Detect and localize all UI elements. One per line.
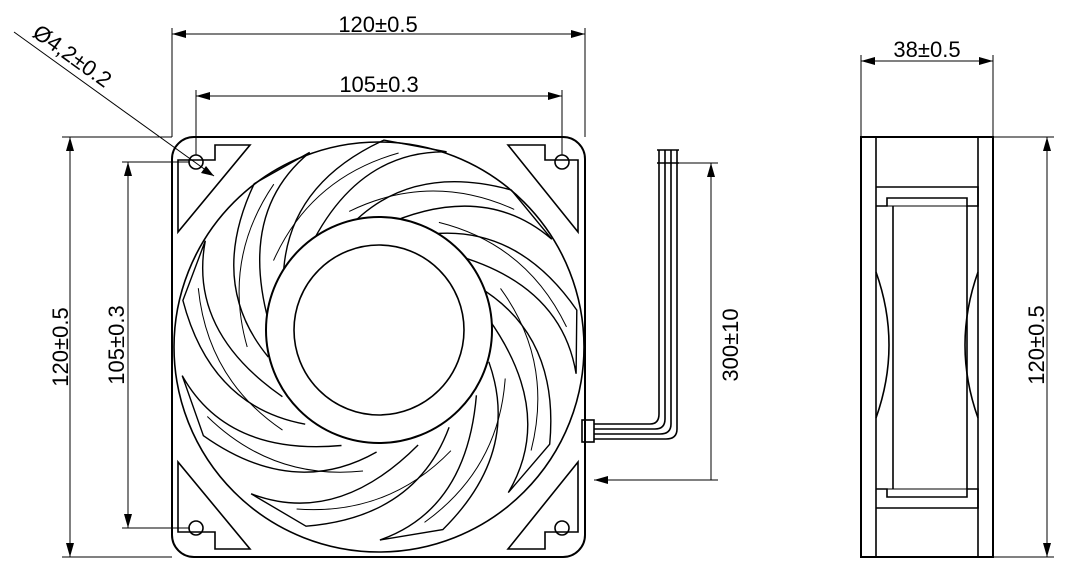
- cable-wire-2: [594, 150, 666, 430]
- fan-cable: [581, 149, 679, 443]
- corner-flange-top-left: [177, 144, 252, 235]
- dimension-width-105: 105±0.3: [195, 72, 563, 155]
- fan-blades: [181, 139, 578, 541]
- fan-blade: [282, 139, 447, 282]
- fan-side-view: [860, 136, 994, 558]
- fan-blade-rib: [238, 183, 275, 348]
- fan-hub-inner: [293, 244, 465, 416]
- side-frame-outline: [860, 136, 994, 558]
- fan-front-view: [171, 136, 679, 558]
- dimension-side-height-120: 120±0.5: [993, 136, 1054, 558]
- dimension-width-120: 120±0.5: [171, 12, 586, 137]
- fan-blade: [182, 240, 306, 425]
- fan-blade-rib: [348, 190, 515, 212]
- dimension-hole-diameter: Ø4,2±0.2: [13, 19, 215, 177]
- dimension-cable-length: 300±10: [594, 162, 743, 484]
- dimension-text-side-height-120: 120±0.5: [1024, 305, 1049, 384]
- dimension-text-height-120: 120±0.5: [48, 307, 73, 386]
- fan-blade: [250, 427, 450, 527]
- fan-blade: [379, 361, 499, 541]
- cable-wire-3: [594, 150, 672, 435]
- corner-flange-bottom-left: [177, 459, 252, 550]
- fan-blade-rib: [424, 378, 506, 523]
- fan-blade: [476, 285, 552, 494]
- side-dimensions: 38±0.5 120±0.5: [860, 37, 1054, 558]
- dimension-text-width-105: 105±0.3: [339, 72, 418, 97]
- fan-blade-rib: [500, 288, 539, 451]
- side-blade-curve-right: [964, 271, 979, 419]
- fan-hub-outer: [265, 216, 493, 444]
- fan-blade-rib: [206, 416, 364, 473]
- fan-blade-rib: [197, 288, 283, 431]
- dimension-depth-38: 38±0.5: [860, 37, 994, 137]
- fan-blade-rib: [273, 152, 399, 261]
- dimension-height-105: 105±0.3: [104, 161, 190, 529]
- side-flange-bottom: [876, 488, 979, 509]
- fan-blade-rib: [438, 221, 567, 328]
- side-blade-curve-left: [875, 271, 890, 419]
- dimension-text-width-120: 120±0.5: [338, 12, 417, 37]
- corner-flange-bottom-right: [506, 459, 579, 550]
- fan-blade: [419, 232, 578, 374]
- cable-wire-4: [594, 150, 678, 440]
- dimension-text-depth-38: 38±0.5: [893, 37, 960, 62]
- fan-blade-rib: [296, 450, 452, 511]
- dimension-height-120: 120±0.5: [48, 136, 172, 558]
- fan-blade: [233, 151, 311, 358]
- mounting-hole-bottom-right: [554, 520, 570, 536]
- dimension-text-cable-length: 300±10: [718, 308, 743, 381]
- cable-wire-1: [594, 150, 660, 425]
- dimension-text-hole-diameter: Ø4,2±0.2: [28, 19, 116, 92]
- fan-blade: [181, 375, 377, 473]
- mounting-hole-bottom-left: [188, 520, 204, 536]
- fan-blade: [342, 181, 553, 240]
- corner-flange-top-right: [506, 144, 579, 235]
- dimension-text-height-105: 105±0.3: [104, 305, 129, 384]
- fan-frame-outline: [171, 136, 586, 558]
- cable-exit-tab: [581, 419, 595, 443]
- mounting-hole-top-right: [554, 154, 570, 170]
- side-flange-top: [876, 186, 979, 207]
